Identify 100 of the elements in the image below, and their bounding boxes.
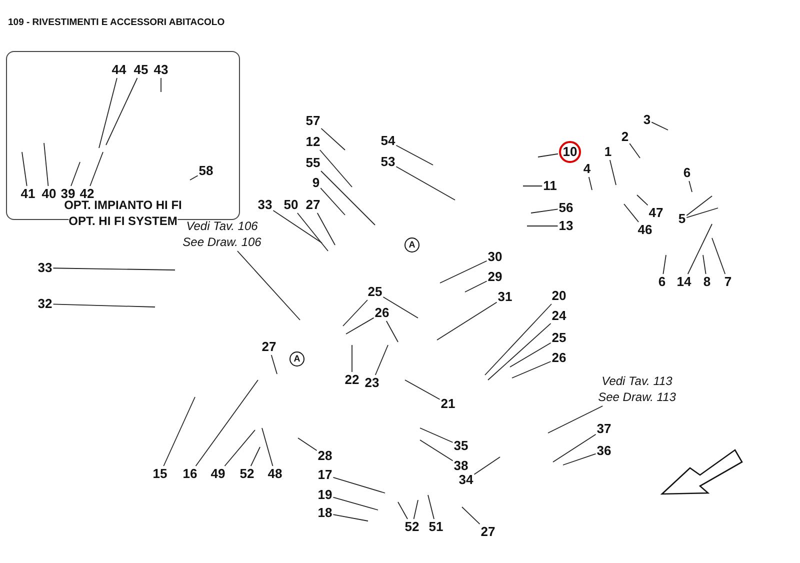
leader-line	[610, 160, 616, 186]
leader-line	[530, 208, 558, 214]
leader-line	[320, 170, 376, 226]
callout-number: 19	[318, 488, 332, 502]
leader-line	[404, 380, 440, 400]
callout-number: 23	[364, 376, 380, 390]
leader-line	[190, 175, 198, 180]
leader-line	[686, 196, 712, 216]
leader-line	[488, 322, 552, 380]
leader-line	[262, 428, 274, 466]
leader-line	[106, 78, 138, 146]
callout-number: 39	[60, 187, 76, 201]
leader-line	[562, 453, 596, 466]
callout-number: 6	[658, 275, 666, 289]
leader-line	[224, 430, 256, 466]
leader-line	[298, 438, 318, 451]
leader-line	[440, 260, 488, 284]
leader-line	[272, 210, 322, 244]
callout-number: 41	[20, 187, 36, 201]
callout-number: 22	[344, 373, 360, 387]
callout-number: 1	[604, 145, 612, 159]
callout-number: 55	[306, 156, 320, 170]
callout-number: 37	[596, 422, 612, 436]
callout-number: 2	[621, 130, 629, 144]
leader-line	[484, 304, 552, 376]
leader-line	[90, 152, 104, 186]
callout-number: 12	[306, 135, 320, 149]
callout-number: 25	[552, 331, 566, 345]
callout-number: 26	[552, 351, 566, 365]
callout-number: 15	[152, 467, 168, 481]
leader-line	[548, 406, 604, 434]
callout-number: 24	[552, 309, 566, 323]
callout-number: 45	[134, 63, 148, 77]
callout-number: 14	[676, 275, 692, 289]
callout-number: 53	[380, 155, 396, 169]
leader-line	[651, 122, 668, 130]
leader-line	[464, 280, 488, 292]
callout-number: 29	[488, 270, 502, 284]
callout-number: 27	[262, 340, 276, 354]
leader-line	[474, 456, 500, 475]
leader-line	[398, 502, 408, 520]
callout-number: 30	[488, 250, 502, 264]
leader-line	[320, 128, 346, 150]
callout-number: 27	[306, 198, 320, 212]
callout-number: 50	[284, 198, 298, 212]
leader-line	[296, 212, 328, 252]
callout-number: 48	[268, 467, 282, 481]
callout-number: 6	[683, 166, 691, 180]
leader-line	[374, 344, 388, 376]
leader-line	[636, 194, 648, 206]
reference-note: Vedi Tav. 113	[600, 373, 674, 389]
leader-line	[462, 506, 480, 525]
leader-line	[44, 142, 49, 186]
leader-line	[510, 342, 552, 368]
callout-number: 52	[240, 467, 254, 481]
callout-number: 20	[552, 289, 566, 303]
callout-number: 31	[498, 290, 512, 304]
leader-line	[686, 208, 718, 218]
leader-line	[420, 440, 454, 462]
leader-line	[332, 496, 378, 510]
leader-line	[160, 78, 162, 92]
callout-number: 43	[154, 63, 168, 77]
leader-line	[552, 434, 596, 462]
leader-line	[382, 296, 418, 318]
leader-line	[316, 212, 336, 246]
reference-note: See Draw. 106	[182, 234, 262, 250]
callout-number: 38	[454, 459, 468, 473]
leader-line	[70, 162, 80, 186]
leader-line	[342, 300, 368, 326]
leader-line	[629, 143, 640, 158]
callout-number: 58	[198, 164, 214, 178]
leader-line	[624, 204, 639, 222]
callout-number: 9	[312, 176, 320, 190]
leader-line	[688, 180, 692, 192]
callout-number: 35	[454, 439, 468, 453]
callout-number: 49	[210, 467, 226, 481]
circled-reference-letter: A	[404, 238, 420, 252]
leader-line	[512, 361, 552, 378]
callout-number: 25	[368, 285, 382, 299]
leader-line	[662, 254, 666, 274]
callout-number: 33	[38, 261, 52, 275]
leader-line	[538, 153, 558, 158]
callout-number: 46	[638, 223, 652, 237]
leader-line	[396, 144, 434, 166]
callout-number: 8	[703, 275, 711, 289]
callout-number: 40	[42, 187, 56, 201]
leader-line	[163, 396, 196, 466]
page-title: 109 - RIVESTIMENTI E ACCESSORI ABITACOLO	[8, 17, 225, 28]
callout-number: 36	[596, 444, 612, 458]
inset-caption: OPT. IMPIANTO HI FI	[64, 199, 182, 212]
leader-line	[588, 176, 592, 190]
callout-number: 13	[558, 219, 574, 233]
leader-line	[52, 268, 176, 270]
circled-callout-number: 10	[559, 141, 581, 163]
leader-line	[98, 78, 118, 148]
leader-line	[250, 446, 260, 466]
callout-number: 4	[583, 162, 591, 176]
callout-number: 52	[404, 520, 420, 534]
leader-line	[332, 477, 386, 494]
leader-line	[386, 320, 398, 342]
